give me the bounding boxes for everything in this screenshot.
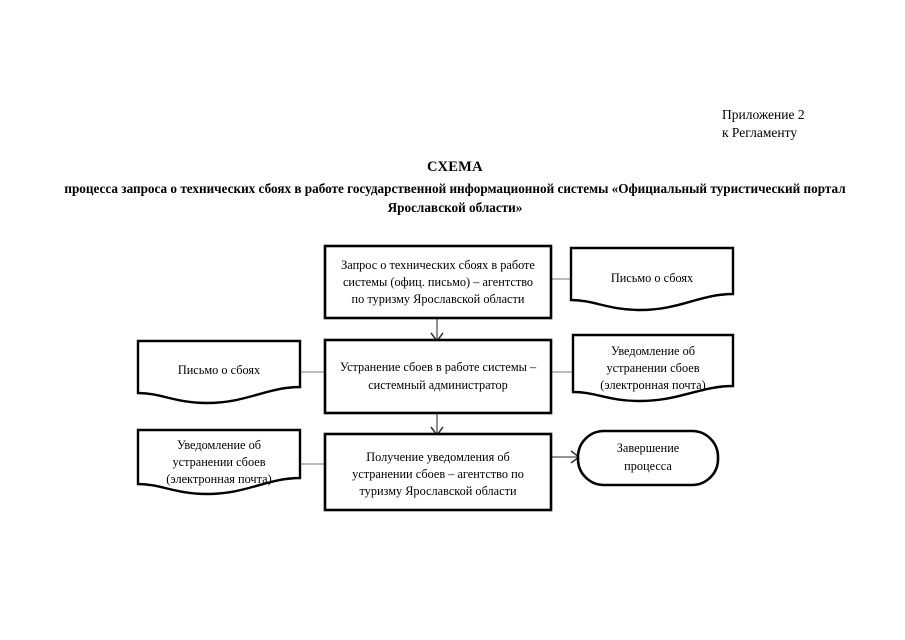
node-n5-line-2: устранении сбоев: [606, 361, 699, 375]
edge-n7-to-n8: [551, 450, 581, 464]
node-letter-document-top[interactable]: Письмо о сбоях: [569, 246, 735, 312]
edge-n1-to-n4: [430, 317, 444, 343]
node-receive-process-box[interactable]: Получение уведомления об устранении сбое…: [323, 432, 553, 512]
node-n1-line-3: по туризму Ярославской области: [352, 292, 525, 306]
edge-n4-to-n7: [430, 412, 444, 437]
node-n2-line-1: Письмо о сбоях: [611, 271, 693, 285]
node-letter-document-left[interactable]: Письмо о сбоях: [136, 339, 302, 405]
page-subtitle-line-2: туристический портал Ярославской области…: [387, 181, 846, 215]
node-n4-line-2: системный администратор: [368, 378, 508, 392]
node-n8-line-2: процесса: [624, 459, 672, 473]
node-process-end-terminator[interactable]: Завершение процесса: [576, 429, 720, 487]
node-notification-document-left[interactable]: Уведомление об устранении сбоев (электро…: [136, 428, 302, 496]
node-n7-line-3: туризму Ярославской области: [359, 484, 517, 498]
node-n4-line-1: Устранение сбоев в работе системы –: [340, 360, 537, 374]
node-n6-line-2: устранении сбоев: [172, 455, 265, 469]
node-n1-line-2: системы (офиц. письмо) – агентство: [343, 275, 533, 289]
node-n6-line-3: (электронная почта): [166, 472, 271, 486]
node-n7-line-2: устранении сбоев – агентство по: [352, 467, 524, 481]
node-n7-line-1: Получение уведомления об: [366, 450, 510, 464]
page-subtitle-line-1: процесса запроса о технических сбоях в р…: [64, 181, 708, 196]
page-title: СХЕМА: [427, 159, 483, 175]
appendix-line-2: к Регламенту: [722, 125, 798, 140]
page-subtitle: процесса запроса о технических сбоях в р…: [60, 179, 850, 217]
node-notification-document-right[interactable]: Уведомление об устранении сбоев (электро…: [571, 333, 735, 403]
node-n5-line-3: (электронная почта): [600, 378, 705, 392]
appendix-line-1: Приложение 2: [722, 107, 805, 122]
node-n6-line-1: Уведомление об: [177, 438, 261, 452]
node-n3-line-1: Письмо о сбоях: [178, 363, 260, 377]
node-n8-line-1: Завершение: [617, 441, 680, 455]
appendix-note: Приложение 2 к Регламенту: [722, 106, 902, 142]
node-n1-line-1: Запрос о технических сбоях в работе: [341, 258, 535, 272]
node-fix-process-box[interactable]: Устранение сбоев в работе системы – сист…: [323, 338, 553, 415]
node-request-process-box[interactable]: Запрос о технических сбоях в работе сист…: [323, 244, 553, 320]
title-block: СХЕМА процесса запроса о технических сбо…: [60, 158, 850, 217]
node-n5-line-1: Уведомление об: [611, 344, 695, 358]
